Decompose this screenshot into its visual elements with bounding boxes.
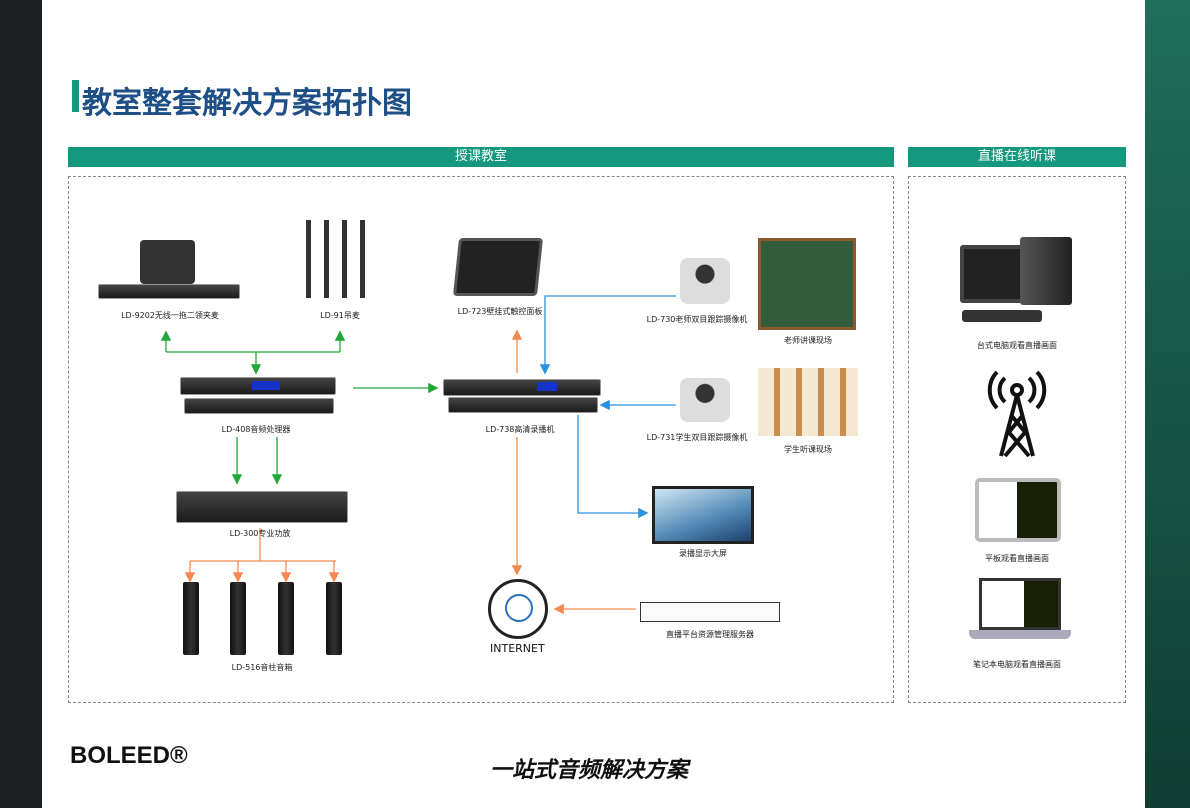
internet-globe-icon bbox=[488, 579, 548, 639]
label-recorder: LD-738高清录播机 bbox=[485, 425, 555, 434]
desktop-tower-icon bbox=[1020, 237, 1072, 305]
background-right bbox=[1145, 0, 1190, 808]
lavalier-transmitter-icon bbox=[140, 240, 195, 284]
label-panel: LD-723壁挂式触控面板 bbox=[457, 307, 543, 316]
title-bar-accent bbox=[72, 80, 79, 112]
recorder-rear bbox=[448, 397, 598, 413]
tablet-icon bbox=[975, 478, 1061, 542]
label-tablet: 平板观看直播画面 bbox=[985, 554, 1049, 563]
recorder-device bbox=[443, 379, 601, 396]
label-cam2: LD-731学生双目跟踪摄像机 bbox=[646, 433, 748, 442]
label-mic: LD-9202无线一拖二领夹麦 bbox=[121, 311, 219, 320]
server-icon bbox=[640, 602, 780, 622]
page-title: 教室整套解决方案拓扑图 bbox=[82, 86, 412, 121]
camera-icon bbox=[680, 258, 730, 304]
recorder-screen bbox=[537, 382, 557, 391]
dsp-screen bbox=[252, 381, 280, 390]
label-server: 直播平台资源管理服务器 bbox=[666, 630, 754, 639]
camera-icon bbox=[680, 378, 730, 422]
broadcast-tower-icon bbox=[987, 370, 1047, 458]
slogan: 一站式音频解决方案 bbox=[490, 757, 689, 783]
label-laptop: 笔记本电脑观看直播画面 bbox=[973, 660, 1061, 669]
amplifier-device bbox=[176, 491, 348, 523]
mic-receiver-device bbox=[98, 284, 240, 299]
label-display: 录播显示大屏 bbox=[679, 549, 727, 558]
label-internet: INTERNET bbox=[490, 642, 545, 655]
students-scene-image bbox=[758, 368, 858, 436]
laptop-base-icon bbox=[969, 630, 1071, 639]
label-cam1: LD-730老师双目跟踪摄像机 bbox=[646, 315, 748, 324]
section-header-classroom: 授课教室 bbox=[68, 147, 894, 167]
label-amp: LD-300专业功放 bbox=[229, 529, 291, 538]
teacher-scene-image bbox=[758, 238, 856, 330]
touch-panel-icon bbox=[452, 238, 544, 296]
speaker-icon bbox=[230, 582, 246, 655]
display-screen-icon bbox=[652, 486, 754, 544]
dsp-rear bbox=[184, 398, 334, 414]
label-desktop: 台式电脑观看直播画面 bbox=[977, 341, 1057, 350]
label-teacher: 老师讲课现场 bbox=[784, 336, 832, 345]
label-dsp: LD-408音频处理器 bbox=[221, 425, 291, 434]
keyboard-icon bbox=[962, 310, 1042, 322]
section-header-live: 直播在线听课 bbox=[908, 147, 1126, 167]
label-students: 学生听课现场 bbox=[784, 445, 832, 454]
label-speaker: LD-516音柱音箱 bbox=[231, 663, 293, 672]
laptop-screen-icon bbox=[979, 578, 1061, 630]
speaker-icon bbox=[278, 582, 294, 655]
classroom-box bbox=[68, 176, 894, 703]
live-box bbox=[908, 176, 1126, 703]
label-hang: LD-91吊麦 bbox=[320, 311, 360, 320]
hanging-mic-icon bbox=[306, 220, 366, 298]
speaker-icon bbox=[326, 582, 342, 655]
speaker-icon bbox=[183, 582, 199, 655]
brand-logo: BOLEED® bbox=[70, 742, 188, 769]
